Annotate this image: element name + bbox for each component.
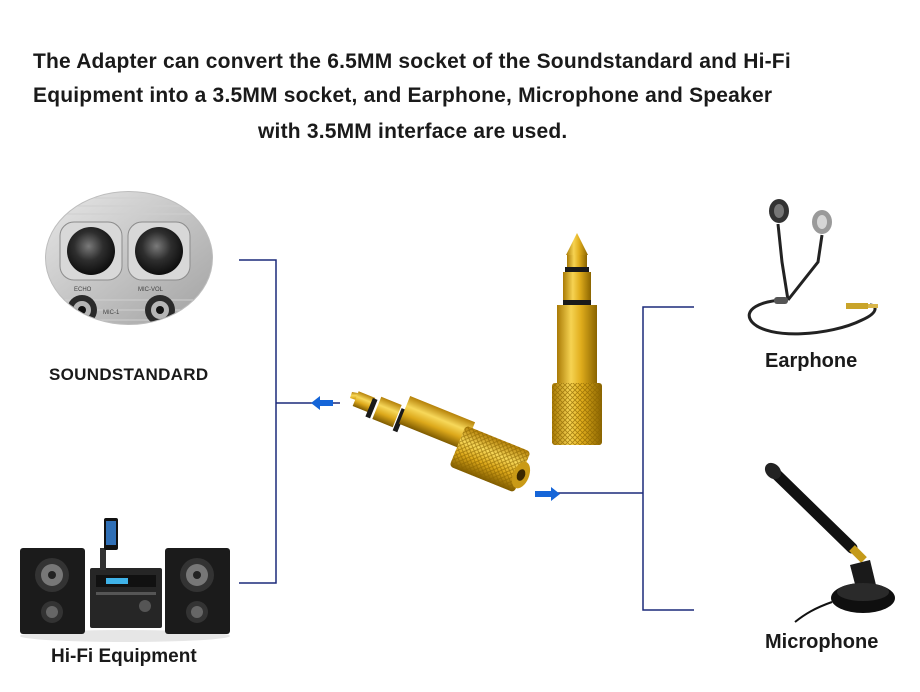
soundstandard-panel-icon: ECHO MIC-VOL MIC-1 MIC [45,191,213,325]
panel-mic1-label: MIC-1 [103,310,120,316]
hifi-system-icon [20,518,230,642]
headline-line-1: The Adapter can convert the 6.5MM socket… [33,50,791,73]
adapter-plug-icon [552,233,602,445]
arrow-right-icon [535,487,560,501]
panel-echo-label: ECHO [74,287,92,293]
adapter-plug-icon [350,391,531,492]
panel-mic-label: MIC [181,310,193,316]
right-connector-bracket [545,306,694,611]
hifi-equipment-label: Hi-Fi Equipment [51,646,197,667]
earphone-label: Earphone [765,350,858,372]
headline: The Adapter can convert the 6.5MM socket… [0,0,920,160]
microphone-label: Microphone [765,631,879,653]
microphone-icon [764,462,895,623]
headline-line-2: Equipment into a 3.5MM socket, and Earph… [33,84,773,107]
headline-line-3: with 3.5MM interface are used. [258,120,568,143]
soundstandard-label: SOUNDSTANDARD [49,365,209,384]
panel-micvol-label: MIC-VOL [138,287,164,293]
left-connector-bracket [239,259,340,584]
earphone-icon [747,199,878,336]
arrow-left-icon [311,396,333,410]
